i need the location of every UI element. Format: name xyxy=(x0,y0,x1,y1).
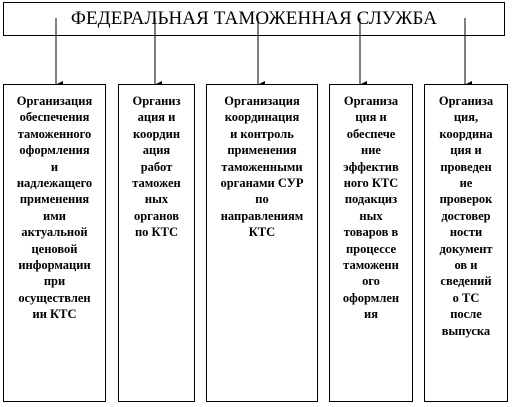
function-box-5-line-7: проверок xyxy=(439,192,493,207)
function-box-2-line-1: Организ xyxy=(132,94,181,108)
function-box-3-line-8: направлениям xyxy=(220,208,304,223)
function-box-4-line-10: процессе xyxy=(345,241,397,256)
function-box-5-line-4: ция и xyxy=(450,143,482,158)
function-box-5-line-13: о ТС xyxy=(452,290,480,305)
function-box-5-line-9: ности xyxy=(449,225,483,240)
title-box: ФЕДЕРАЛЬНАЯ ТАМОЖЕННАЯ СЛУЖБА xyxy=(3,2,505,36)
diagram-title: ФЕДЕРАЛЬНАЯ ТАМОЖЕННАЯ СЛУЖБА xyxy=(70,8,438,29)
function-box-1-line-2: обеспечения xyxy=(19,110,90,125)
function-box-1-line-1: Организация xyxy=(16,94,93,108)
function-box-1: Организация обеспечения таможенного офор… xyxy=(3,84,106,402)
function-box-2-line-2: ация и xyxy=(137,110,176,125)
function-box-4-line-14: ия xyxy=(364,307,378,322)
function-box-2-line-6: таможен xyxy=(132,176,181,191)
function-box-3-line-9: КТС xyxy=(248,225,276,240)
function-box-5: Организа ция, координа ция и проведен ие… xyxy=(424,84,508,402)
function-box-5-line-2: ция, xyxy=(453,110,479,125)
function-box-4-line-9: товаров в xyxy=(343,225,399,240)
function-box-4-line-1: Организа xyxy=(343,94,399,108)
function-box-1-line-8: ими xyxy=(43,208,66,223)
function-box-1-line-12: при xyxy=(43,274,66,289)
function-box-2: Организ ация и координ ация работ таможе… xyxy=(118,84,195,402)
function-box-4-line-6: ного КТС xyxy=(343,176,399,191)
function-box-4-line-8: ных xyxy=(359,208,383,223)
function-box-1-line-14: ии КТС xyxy=(32,307,77,322)
function-box-2-line-3: координ xyxy=(132,126,181,141)
function-box-2-line-5: работ xyxy=(140,159,173,174)
function-box-3-line-3: и контроль xyxy=(230,126,294,141)
function-box-2-line-4: ация xyxy=(142,143,171,158)
function-box-2-line-9: по КТС xyxy=(134,225,178,240)
function-box-1-line-3: таможенного xyxy=(17,126,92,141)
function-box-1-line-13: осуществлен xyxy=(18,290,91,305)
function-box-5-line-6: ие xyxy=(459,176,473,191)
function-box-4-line-3: обеспече xyxy=(346,126,396,141)
function-box-4-line-5: эффектив xyxy=(343,159,399,174)
function-box-3-line-5: таможенными xyxy=(221,159,303,174)
function-box-5-line-8: достовер xyxy=(441,208,491,223)
function-box-4-line-7: подакциз xyxy=(344,192,398,207)
function-box-1-line-6: надлежащего xyxy=(16,176,93,191)
function-box-3-line-4: применения xyxy=(227,143,297,158)
function-box-5-line-10: документ xyxy=(439,241,493,256)
function-box-4-line-2: ция и xyxy=(355,110,387,125)
function-box-2-line-7: ных xyxy=(144,192,169,207)
function-box-5-line-3: координа xyxy=(439,126,493,141)
function-box-3: Организация координация и контроль приме… xyxy=(206,84,318,402)
function-box-3-line-6: органами СУР xyxy=(220,176,304,191)
function-box-1-line-9: актуальной xyxy=(21,225,88,240)
function-box-2-line-8: органов xyxy=(133,208,180,223)
function-box-3-line-2: координация xyxy=(224,110,300,125)
function-box-5-line-1: Организа xyxy=(438,94,494,108)
function-box-1-line-10: ценовой xyxy=(31,241,78,256)
function-box-5-line-15: выпуска xyxy=(441,323,491,338)
function-box-5-line-12: сведений xyxy=(440,274,492,289)
function-box-1-line-5: и xyxy=(50,159,59,174)
function-box-1-line-4: оформления xyxy=(19,143,90,158)
function-box-1-line-11: информации xyxy=(18,258,91,273)
function-box-5-line-11: ов и xyxy=(454,258,478,273)
function-box-5-line-14: после xyxy=(450,307,482,322)
function-box-5-line-5: проведен xyxy=(440,159,492,174)
function-box-1-line-7: применения xyxy=(19,192,90,207)
function-box-4-line-4: ние xyxy=(361,143,381,158)
function-box-4: Организа ция и обеспече ние эффектив ног… xyxy=(329,84,413,402)
function-box-4-line-11: таможенн xyxy=(343,258,399,273)
function-box-3-line-1: Организация xyxy=(224,94,300,108)
function-box-4-line-13: оформлен xyxy=(342,290,400,305)
function-box-4-line-12: ого xyxy=(362,274,380,289)
function-box-3-line-7: по xyxy=(255,192,269,207)
